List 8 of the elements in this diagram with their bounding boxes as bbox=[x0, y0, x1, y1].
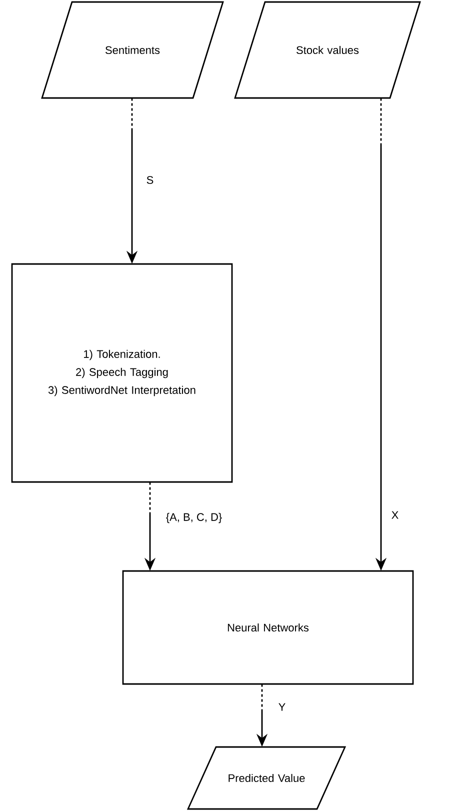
edge-label: X bbox=[390, 510, 400, 520]
process-box: 1) Tokenization. 2) Speech Tagging 3) SentiwordNet Interpretation bbox=[11, 263, 233, 483]
process-box: Neural Networks bbox=[122, 570, 414, 685]
data-parallelogram: Stock values bbox=[234, 1, 421, 99]
edge-label: S bbox=[145, 175, 155, 185]
edge-label: Y bbox=[277, 702, 287, 712]
data-parallelogram: Sentiments bbox=[41, 1, 224, 99]
edge-label: {A, B, C, D} bbox=[164, 512, 224, 524]
